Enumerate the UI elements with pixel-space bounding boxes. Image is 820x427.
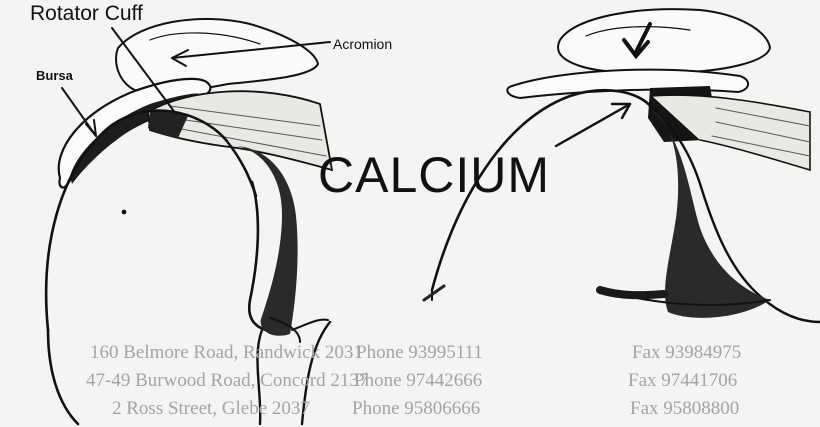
bleed-fax-2: Fax 97441706 — [628, 370, 737, 392]
bleed-text-line-1: 160 Belmore Road, Randwick 2031 — [90, 342, 363, 364]
bleed-phone-3: Phone 95806666 — [352, 398, 480, 420]
bursa-label: Bursa — [36, 68, 73, 83]
calcium-label: CALCIUM — [318, 146, 550, 204]
bleed-fax-1: Fax 93984975 — [632, 342, 741, 364]
left-glenoid — [236, 146, 298, 336]
bleed-fax-3: Fax 95808800 — [630, 398, 739, 420]
bleed-text-line-3: 2 Ross Street, Glebe 2037 — [112, 398, 310, 420]
right-acromion-bone — [558, 9, 770, 73]
bleed-phone-1: Phone 93995111 — [356, 342, 483, 364]
acromion-label: Acromion — [333, 36, 392, 52]
bleed-text-line-2: 47-49 Burwood Road, Concord 2137 — [86, 370, 368, 392]
bleed-phone-2: Phone 97442666 — [354, 370, 482, 392]
rotator-cuff-label: Rotator Cuff — [30, 2, 143, 26]
calcium-pointer — [556, 104, 630, 146]
left-acromion-bone — [116, 19, 318, 93]
